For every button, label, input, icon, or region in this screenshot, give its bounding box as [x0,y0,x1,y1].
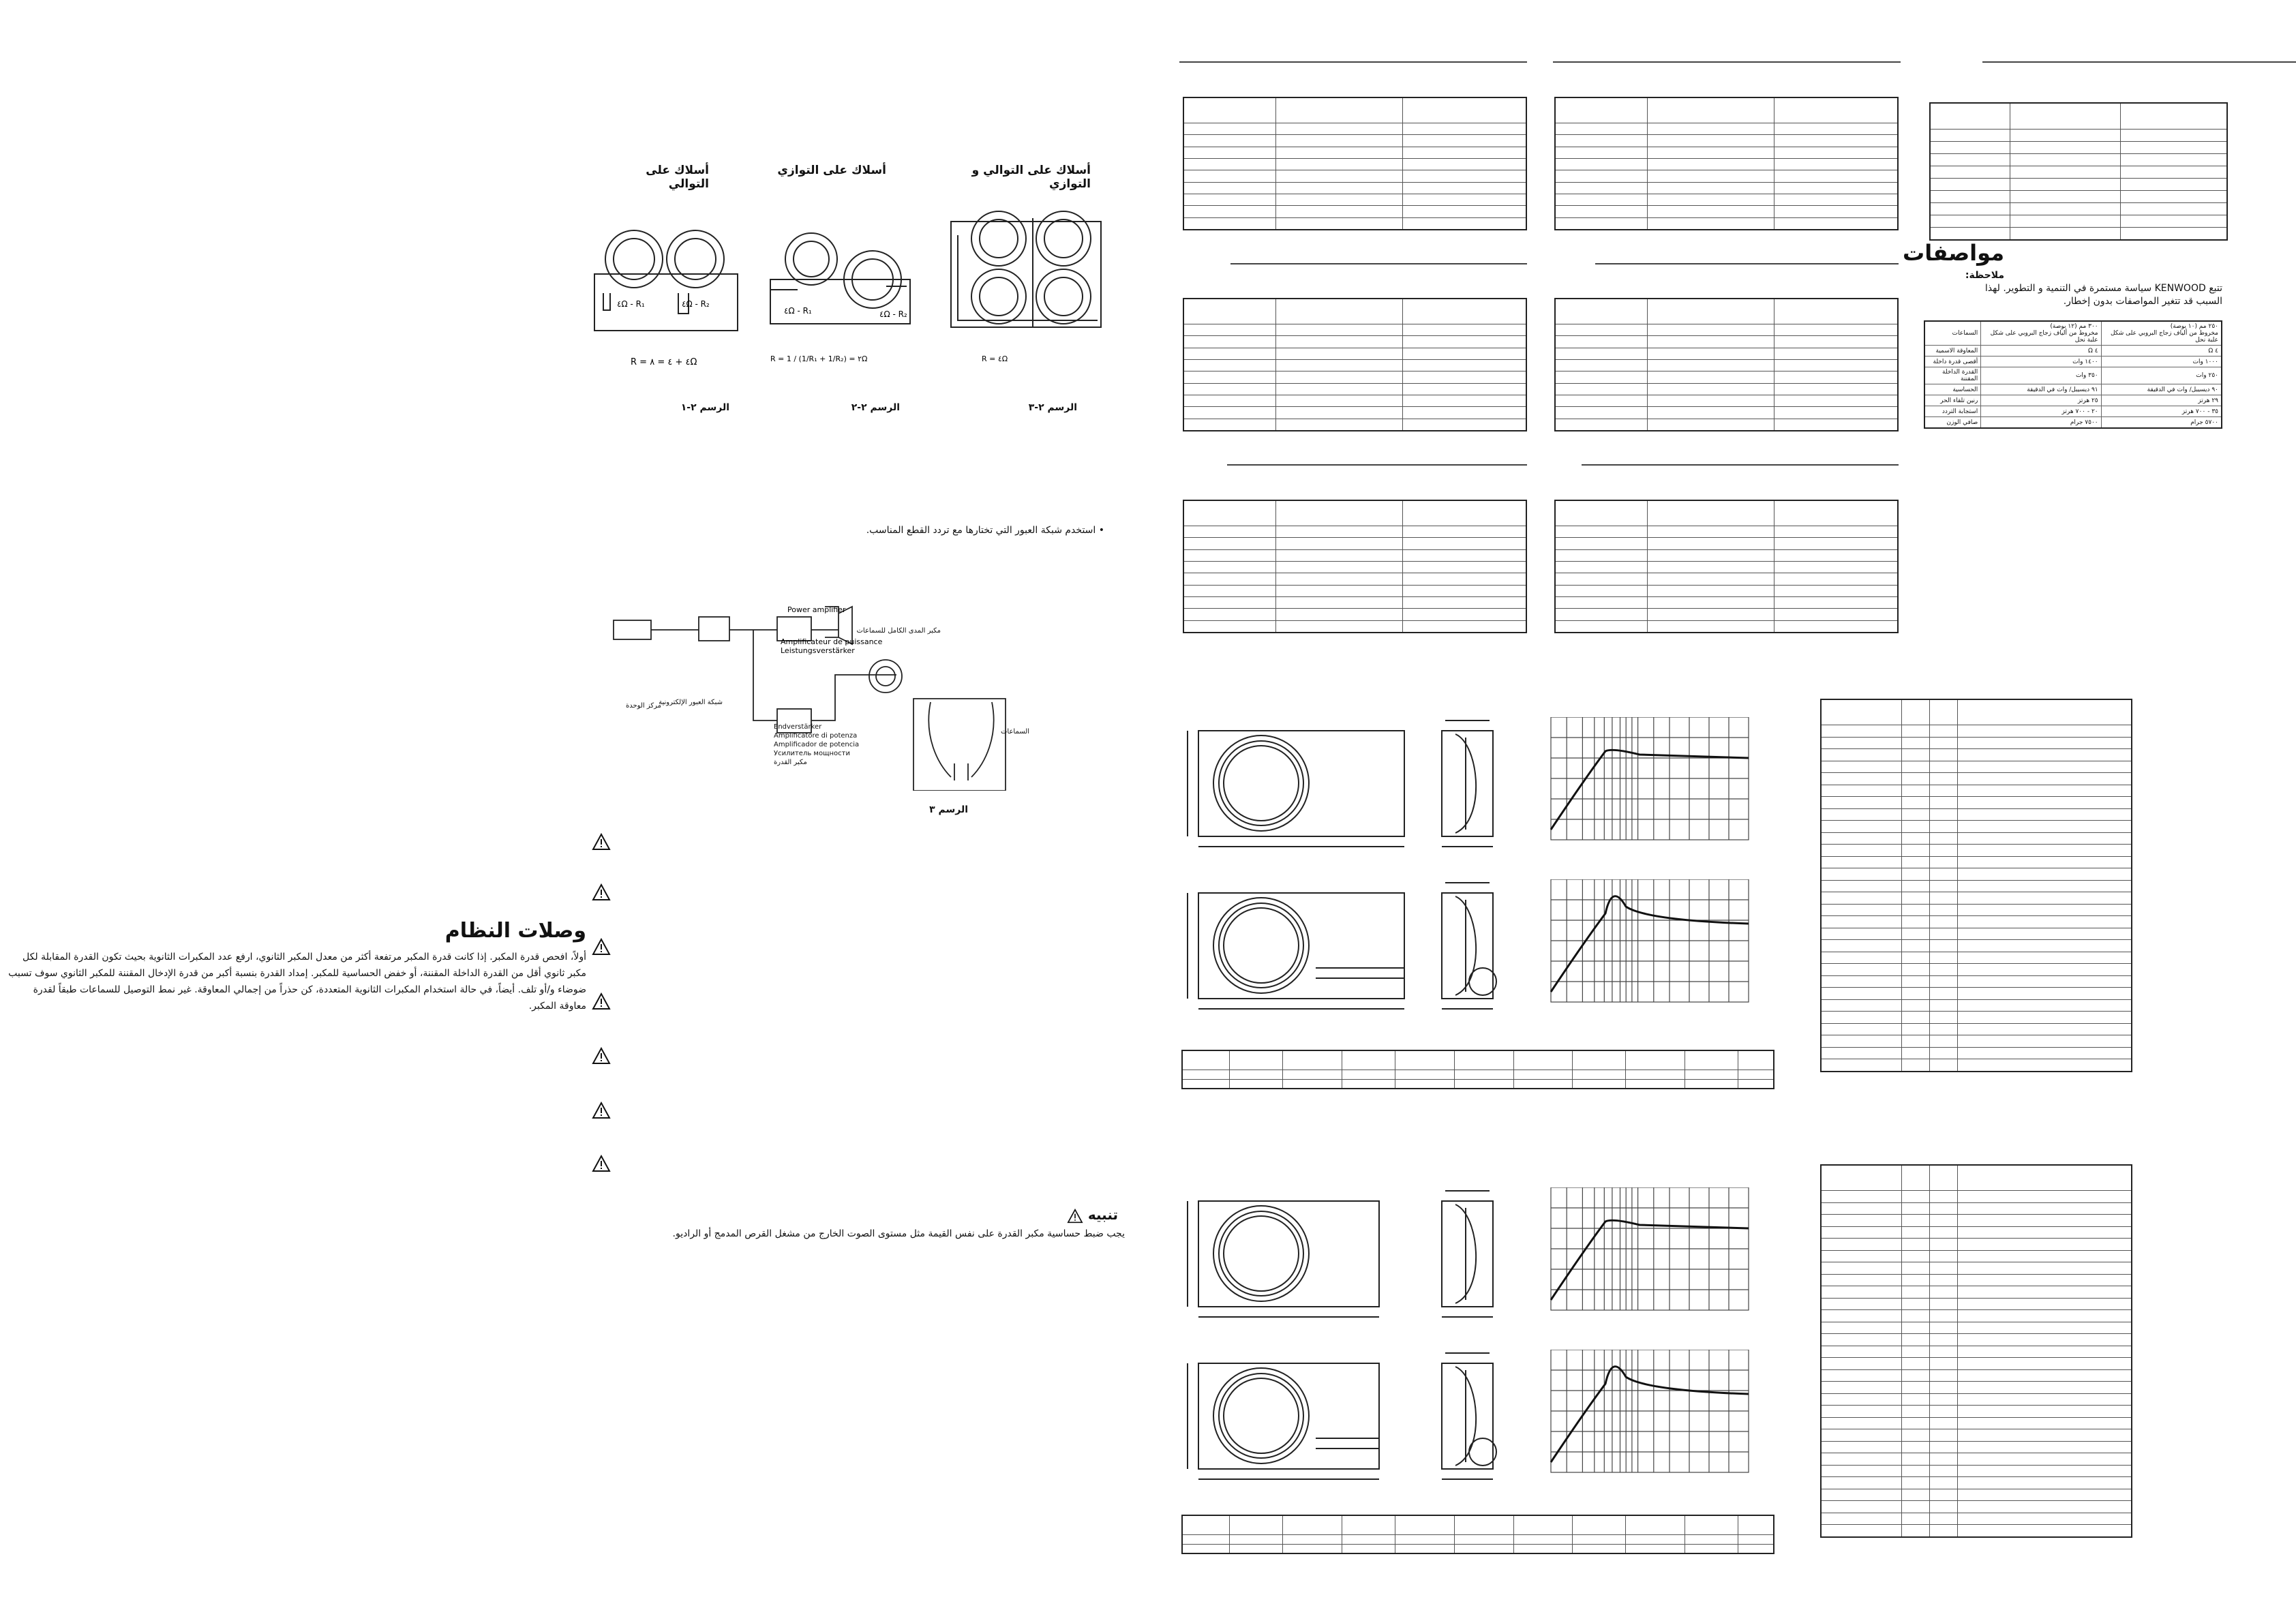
fig3-caption: الرسم ٢-٣ [1028,402,1077,413]
spec-table-blank [1554,500,1899,633]
section-rule [1227,464,1527,466]
system-connections-heading: وصلات النظام [444,919,586,943]
fig4-caption: الرسم ٣ [929,804,968,815]
dimension-table-blank [1181,1050,1774,1089]
power-amp-de: Leistungsverstärker [781,646,855,655]
section-rule [1982,61,2296,63]
endstufe-labels: Endverstärker Amplificatore di potenza A… [774,723,860,766]
wiring-diagrams-svg: ٤Ω - R₁ ٤Ω - R₂ ٤Ω - R₁ ٤Ω - R₂ R = ٤ + … [594,211,1102,367]
caution-heading: تنبيه [1016,1207,1118,1224]
warning-icon [592,1155,611,1172]
enclosure-drawing [1187,717,1749,847]
spec-table-blank [1554,97,1899,230]
parallel-wiring-title: أسلاك على التوازي [777,164,886,177]
section-rule [1553,61,1901,63]
full-range-label: مكبر المدى الكامل للسماعات [856,627,941,635]
crossover-label: شبكة العبور الإلكترونية [659,699,723,706]
svg-text:٤Ω - R₁: ٤Ω - R₁ [784,306,812,316]
system-diagram-svg: Power amplifier Amplificateur de puissan… [613,605,1006,791]
spec-table-blank [1183,298,1527,431]
warning-icon [592,1047,611,1064]
fig2-caption: الرسم ٢-٢ [851,402,900,413]
specs-note-line1: تتبع KENWOOD سياسة مستمرة في التنمية و ا… [1984,283,2222,294]
enclosure-table-blank [1820,1164,2132,1538]
section-rule [1230,263,1527,264]
parallel-formula: R = 1 / (1/R₁ + 1/R₂) = ٢Ω [770,354,867,363]
spec-table-blank [1554,298,1899,431]
power-amp-en: Power amplifier [787,605,846,614]
series-formula: R = ٤ + ٤ = ٨Ω [631,357,697,367]
caution-body: يجب ضبط حساسية مكبر القدرة على نفس القيم… [672,1228,1125,1239]
specs-note-line2: السبب قد تتغير المواصفات بدون إخطار. [2063,296,2222,307]
warning-icon [592,992,611,1010]
r1-label: ٤Ω - R₁ [617,299,645,309]
enclosure-drawing [1187,1350,1749,1480]
svg-text:٤Ω - R₂: ٤Ω - R₂ [879,309,907,319]
specs-note-label: ملاحظة: [1965,270,2004,281]
warning-icon [592,938,611,955]
section-rule [1595,263,1899,264]
fig1-caption: الرسم ٢-١ [680,402,729,413]
spec-table-blank [1929,102,2228,241]
r2-label: ٤Ω - R₂ [682,299,710,309]
warning-icon [592,833,611,850]
warning-icon [1067,1208,1083,1223]
spec-table-blank [1183,500,1527,633]
dimension-table-blank [1181,1515,1774,1554]
warning-icon [592,1102,611,1119]
enclosure-drawing [1187,1187,1749,1318]
section-rule [1179,61,1527,63]
section-rule [1582,464,1899,466]
series-parallel-wiring-title: أسلاك على التوالي و التوازي [971,164,1091,191]
crossover-note: • استخدم شبكة العبور التي تختارها مع ترد… [866,525,1104,536]
enclosure-table-blank [1820,699,2132,1072]
system-connections-body: أولاً، افحص قدرة المكبر. إذا كانت قدرة ا… [8,952,586,1012]
warning-icon [592,883,611,900]
series-wiring-title: أسلاك على التوالي [646,164,709,191]
speakers-label: السماعات [1000,728,1029,735]
center-unit-label: مركز الوحدة [626,702,661,710]
spec-table-blank [1183,97,1527,230]
enclosure-drawing [1187,879,1749,1010]
sp-formula: R = ٤Ω [982,354,1008,363]
specs-heading: مواصفات [1903,240,2004,266]
power-amp-fr: Amplificateur de puissance [781,637,883,646]
